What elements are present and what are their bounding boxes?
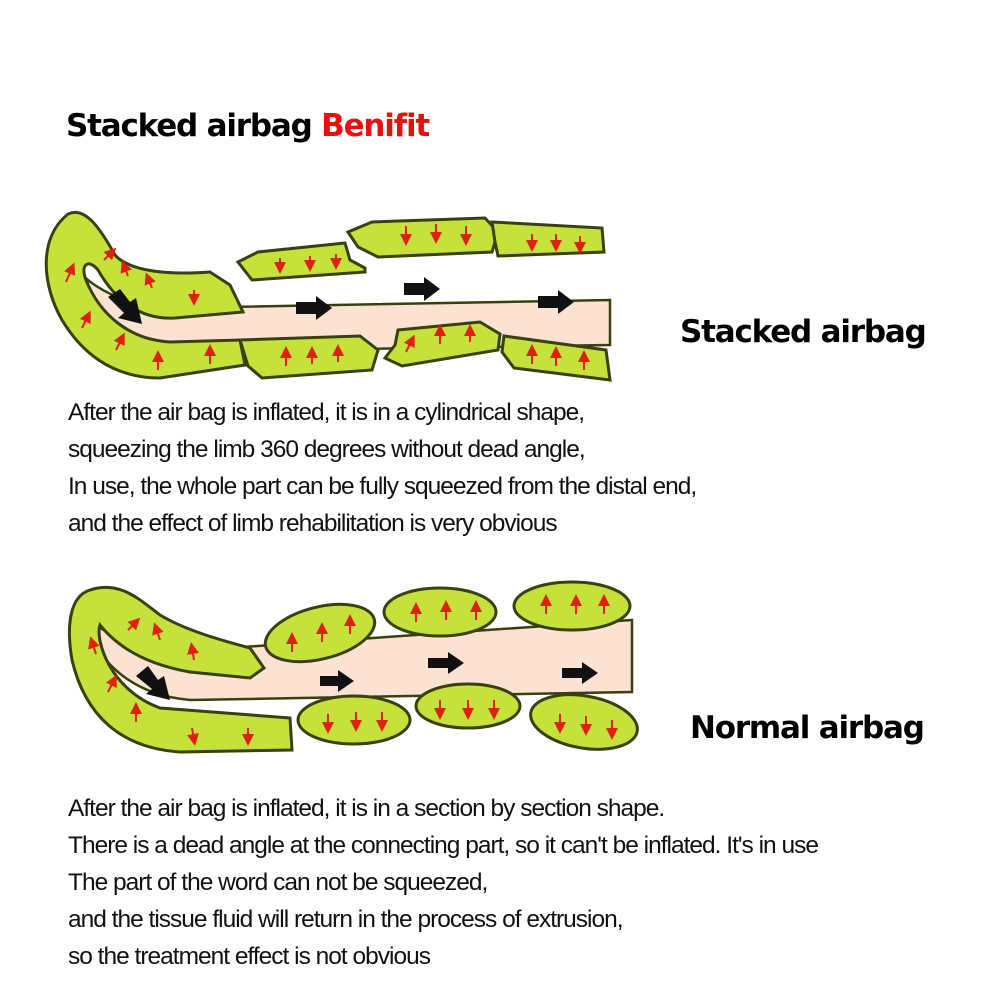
normal-pressure-arrows <box>88 594 618 746</box>
stacked-line-3: In use, the whole part can be fully sque… <box>68 473 697 500</box>
normal-bag-lower-1 <box>296 694 412 746</box>
normal-description: After the air bag is inflated, it is in … <box>68 790 819 975</box>
title-main: Stacked airbag <box>66 108 313 144</box>
normal-bag-foot <box>67 585 294 754</box>
normal-bag-lower-3 <box>529 693 639 751</box>
stacked-line-4: and the effect of limb rehabilitation is… <box>68 510 558 537</box>
normal-flow-arrows <box>136 652 598 700</box>
stacked-line-1: After the air bag is inflated, it is in … <box>68 399 585 426</box>
normal-bag-upper-2 <box>382 586 498 638</box>
title-accent: Benifit <box>321 108 430 144</box>
stacked-line-2: squeezing the limb 360 degrees without d… <box>68 436 586 463</box>
normal-line-3: The part of the word can not be squeezed… <box>68 869 488 896</box>
stacked-bag-upper-1 <box>235 241 367 282</box>
normal-line-4: and the tissue fluid will return in the … <box>68 906 624 933</box>
normal-line-2: There is a dead angle at the connecting … <box>68 832 819 859</box>
stacked-pressure-arrows <box>64 224 590 370</box>
stacked-description: After the air bag is inflated, it is in … <box>68 394 697 542</box>
stacked-airbag-label: Stacked airbag <box>680 314 927 350</box>
normal-line-1: After the air bag is inflated, it is in … <box>68 795 665 822</box>
page-title: Stacked airbag Benifit <box>66 108 430 144</box>
normal-airbag-label: Normal airbag <box>690 710 925 746</box>
stacked-flow-arrows <box>108 277 574 324</box>
normal-bag-upper-3 <box>512 580 632 632</box>
stacked-bag-foot <box>44 210 247 380</box>
normal-line-5: so the treatment effect is not obvious <box>68 943 431 970</box>
